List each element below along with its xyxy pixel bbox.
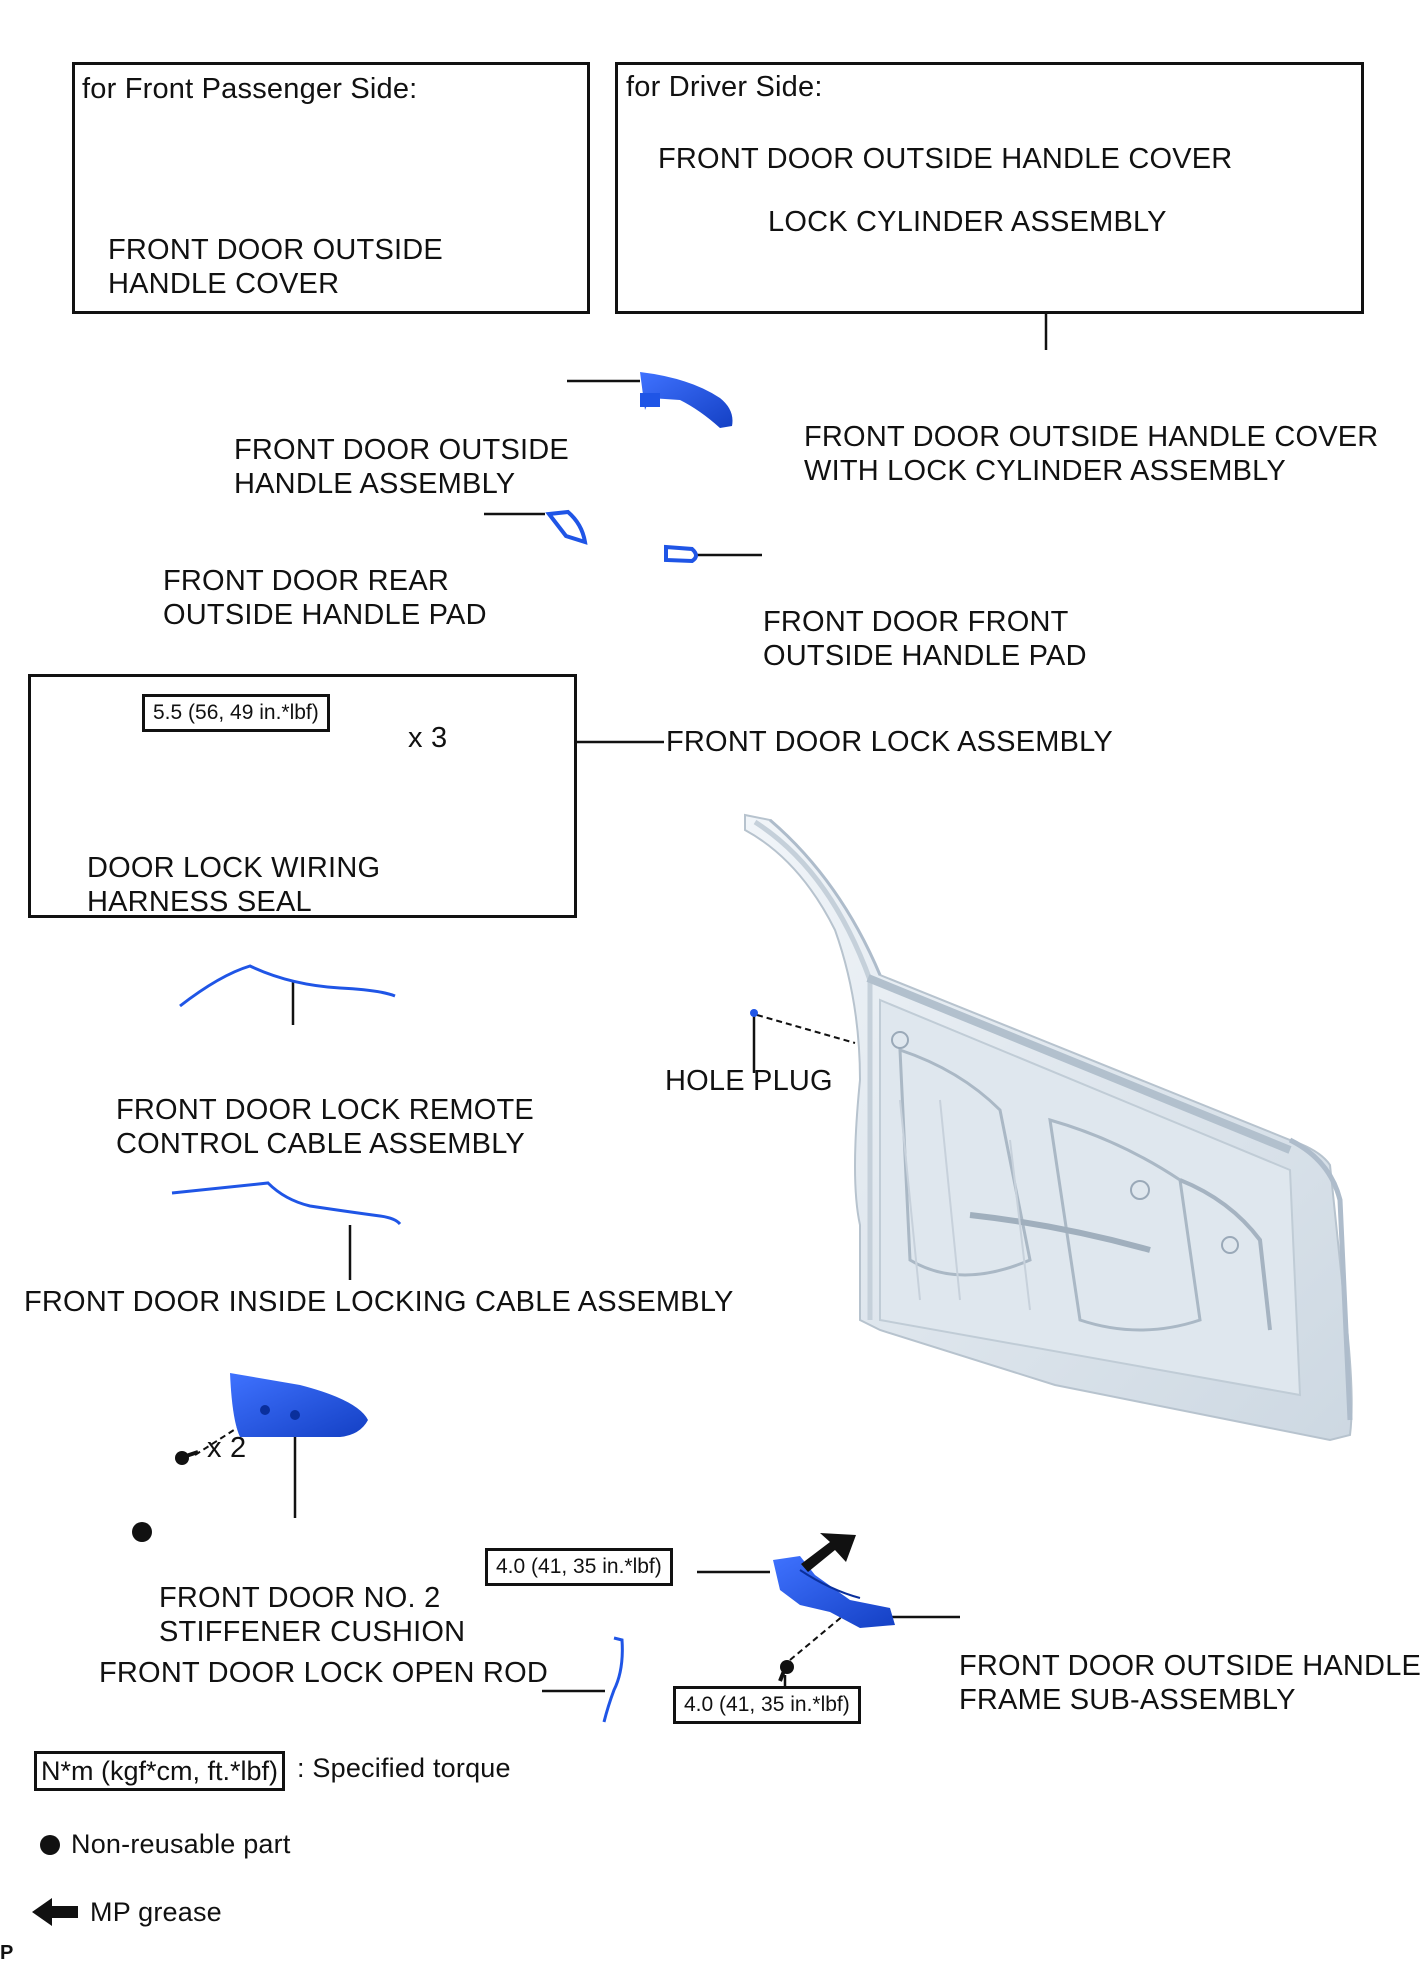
stiffener-cushion-part: [230, 1373, 368, 1437]
legend-grease-text: MP grease: [90, 1897, 222, 1927]
front-door-panel-illustration: [744, 813, 1353, 1442]
legend-nonreusable-text: Non-reusable part: [71, 1829, 291, 1859]
hole-plug-label: HOLE PLUG: [665, 1065, 833, 1097]
torque-lock-bolts: 5.5 (56, 49 in.*lbf): [142, 694, 330, 732]
driver-handle-cover-label: FRONT DOOR OUTSIDE HANDLE COVER: [658, 143, 1233, 175]
footer-mark: P: [0, 1942, 14, 1964]
driver-box-title: for Driver Side:: [626, 71, 823, 103]
outside-handle-frame-part: [773, 1556, 895, 1628]
torque-frame-1: 4.0 (41, 35 in.*lbf): [485, 1548, 673, 1586]
hole-plug-part: [750, 1009, 758, 1017]
outside-handle-assembly-part: [640, 372, 733, 428]
passenger-box-title: for Front Passenger Side:: [82, 73, 418, 105]
frame-bolt-icon: [778, 1660, 794, 1682]
legend-torque-text: : Specified torque: [297, 1753, 511, 1783]
driver-side-box: [615, 62, 1364, 314]
mp-grease-arrow-frame-icon: [801, 1533, 856, 1572]
front-pad-part: [664, 544, 698, 564]
lock-cylinder-label: LOCK CYLINDER ASSEMBLY: [768, 206, 1167, 238]
legend-torque-box: N*m (kgf*cm, ft.*lbf): [34, 1751, 286, 1791]
legend-nonreusable-dot-icon: [40, 1835, 60, 1855]
qty-x2-label: x 2: [207, 1432, 247, 1464]
rear-pad-part: [545, 509, 588, 545]
qty-x3-label: x 3: [408, 722, 448, 754]
inside-cable-label: FRONT DOOR INSIDE LOCKING CABLE ASSEMBLY: [24, 1286, 734, 1318]
passenger-side-box: [72, 62, 590, 314]
lock-open-rod-part: [602, 1636, 624, 1723]
nonreusable-dot-icon-stiffener: [132, 1522, 152, 1542]
open-rod-label: FRONT DOOR LOCK OPEN ROD: [99, 1657, 548, 1689]
lock-assembly-label: FRONT DOOR LOCK ASSEMBLY: [666, 726, 1113, 758]
remote-cable-part: [179, 964, 396, 1008]
torque-frame-2: 4.0 (41, 35 in.*lbf): [673, 1686, 861, 1724]
inside-cable-part: [171, 1181, 402, 1226]
legend-grease-arrow-icon: [32, 1898, 78, 1926]
stiffener-bolt-icon: [175, 1450, 199, 1465]
